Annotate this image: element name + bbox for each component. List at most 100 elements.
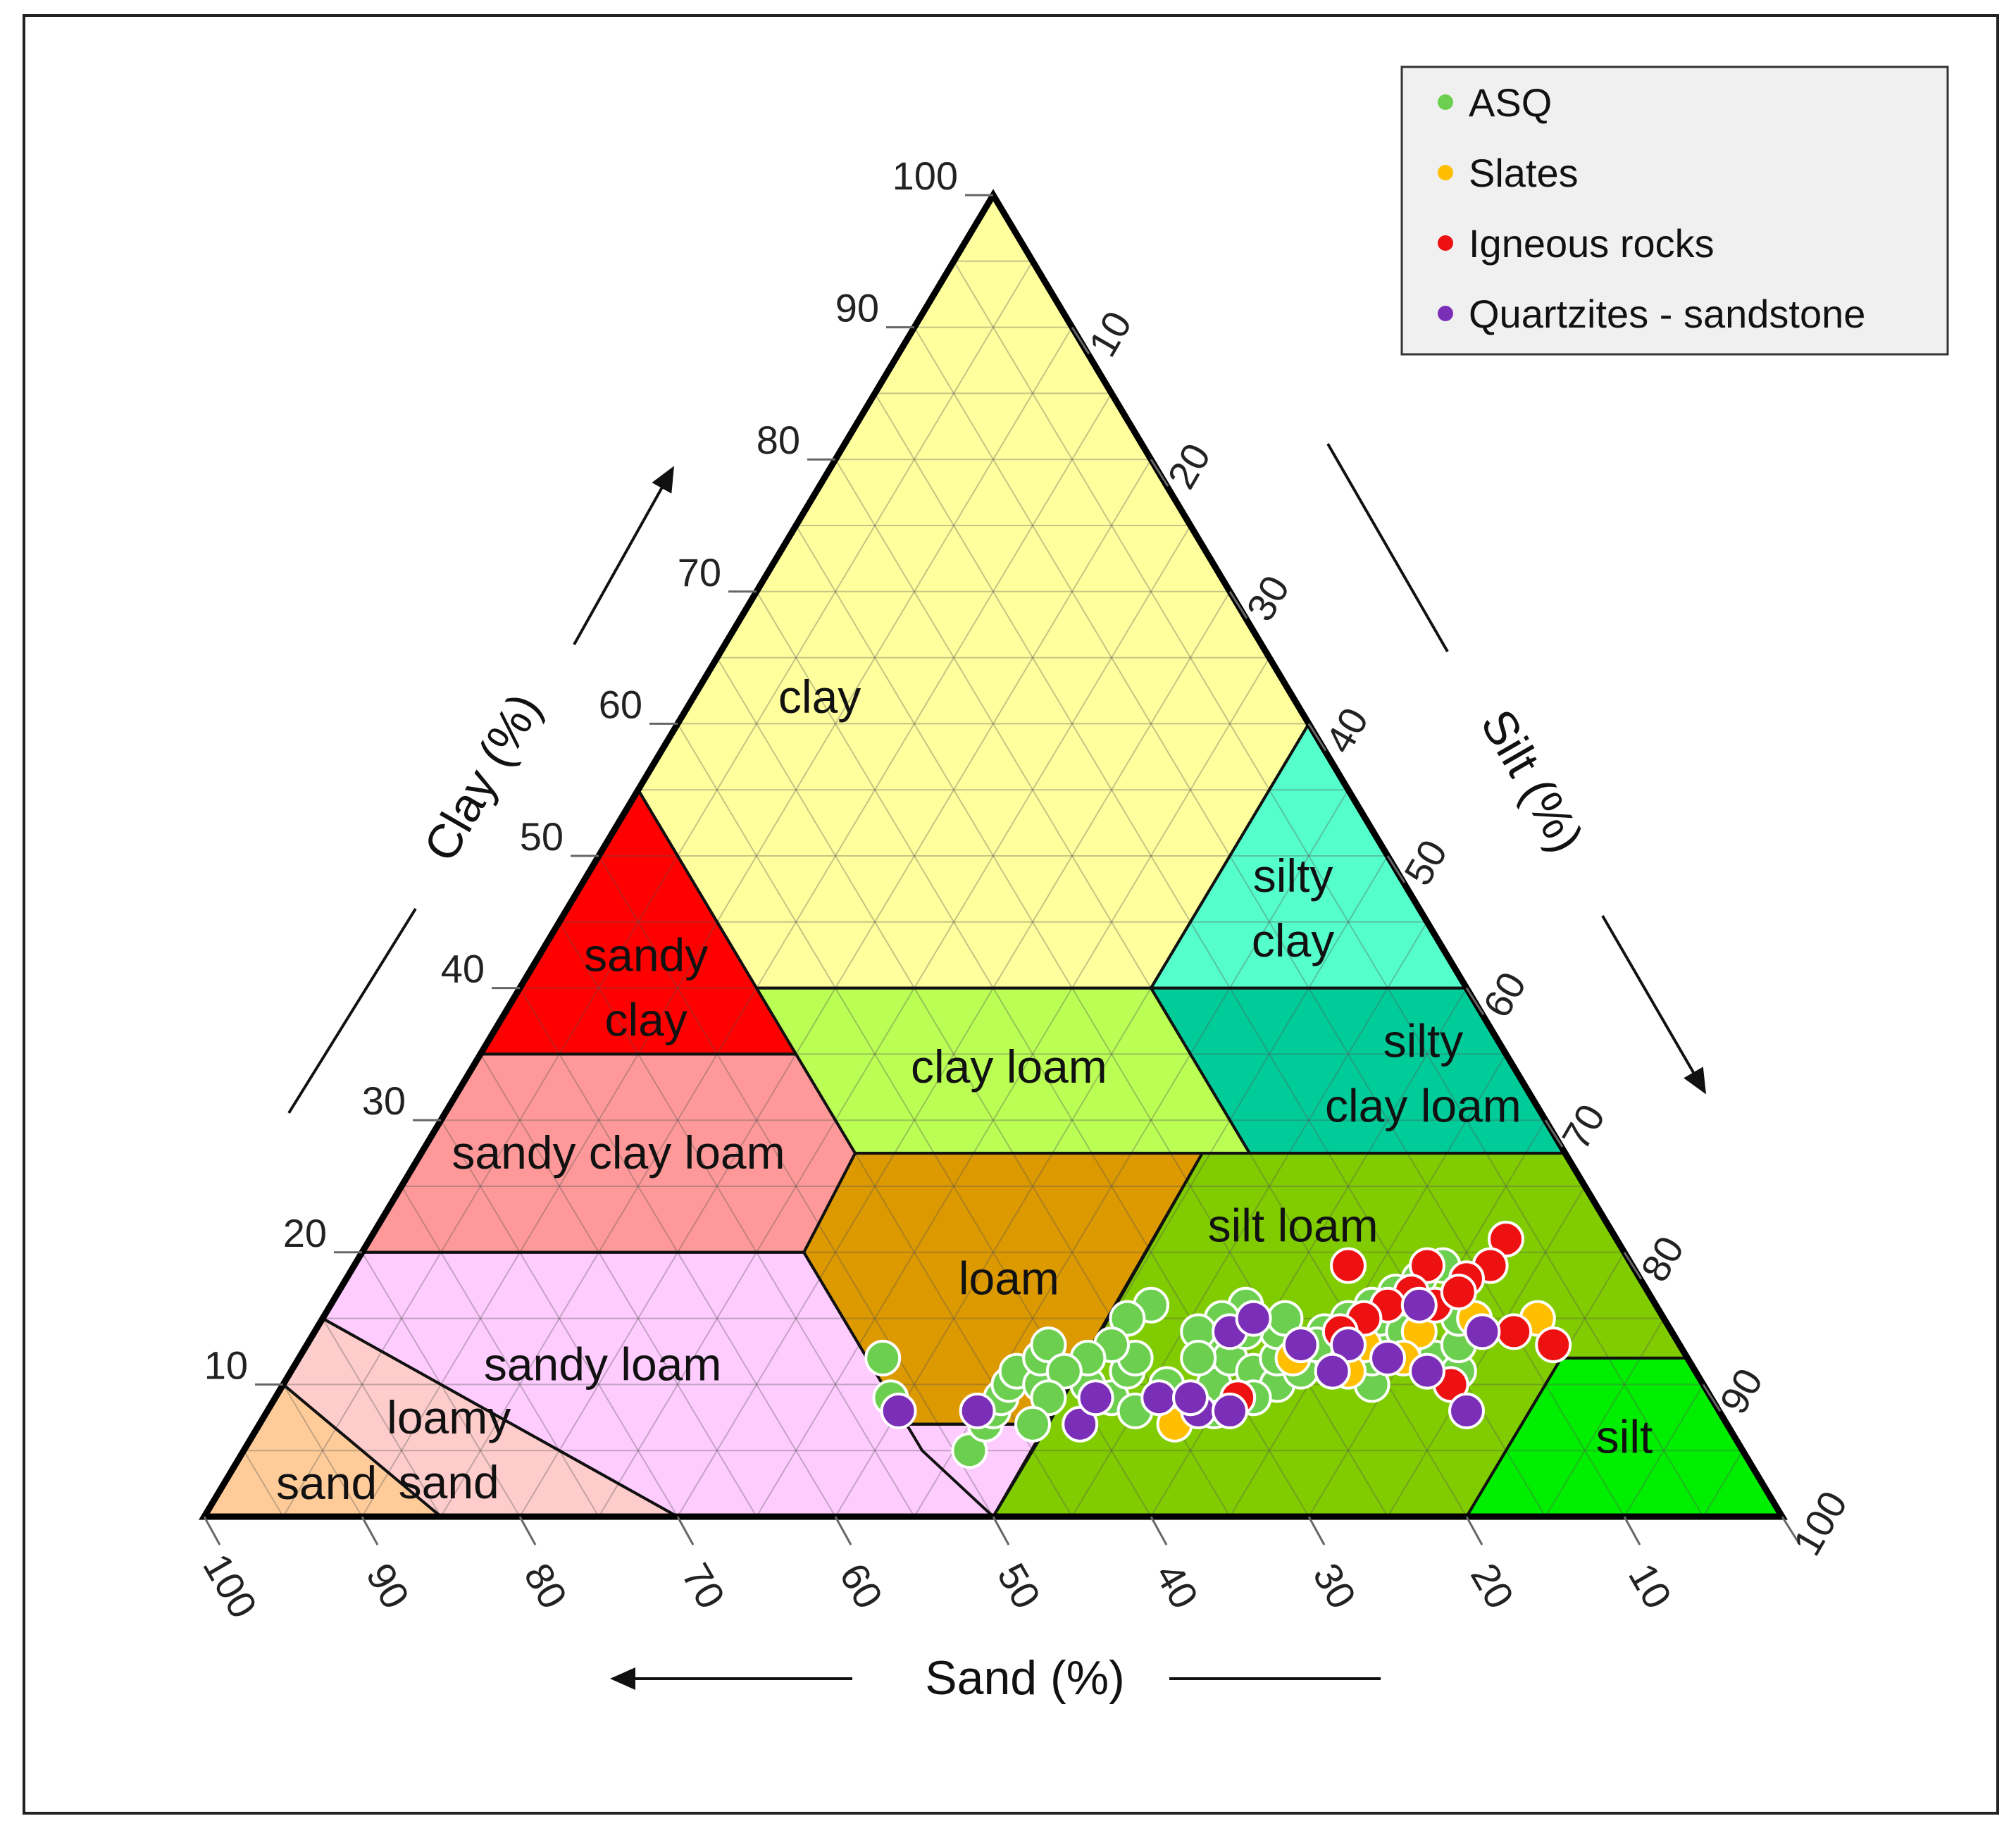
sand-tick xyxy=(1623,1516,1641,1546)
region-loam xyxy=(804,1153,1202,1424)
grid-line xyxy=(440,1119,678,1517)
sand-tick xyxy=(1307,1516,1326,1546)
region-label-clay-loam: clay loam xyxy=(911,1040,1107,1093)
silt-tick xyxy=(1465,987,1485,1016)
region-label-sandy-clay: sandy xyxy=(584,929,708,981)
sand-tick xyxy=(834,1516,852,1546)
region-label-sandy-clay: clay xyxy=(605,994,687,1046)
grid-line xyxy=(401,1186,599,1517)
clay-tick-label: 50 xyxy=(520,814,564,859)
grid-line xyxy=(756,657,1270,1517)
silt-tick xyxy=(1386,855,1406,883)
sand-tick xyxy=(518,1516,537,1546)
legend-marker xyxy=(1438,235,1453,251)
sand-tick xyxy=(361,1516,379,1546)
clay-tick-label: 80 xyxy=(757,418,800,462)
data-point xyxy=(1400,1286,1438,1324)
data-point xyxy=(1535,1326,1572,1364)
sand-tick xyxy=(1465,1516,1483,1546)
region-clay xyxy=(638,195,1309,988)
region-silty-clay-loam xyxy=(1151,988,1565,1154)
grid-line xyxy=(1150,988,1467,1517)
data-point xyxy=(1180,1339,1217,1376)
region-label-sand: sand xyxy=(276,1457,377,1509)
clay-tick-label: 90 xyxy=(835,286,879,330)
region-label-silt-loam: silt loam xyxy=(1208,1199,1379,1251)
sand-tick xyxy=(992,1516,1010,1546)
silt-tick xyxy=(1071,326,1090,355)
clay-tick-label: 30 xyxy=(362,1078,406,1123)
grid-line xyxy=(322,1318,442,1517)
data-point xyxy=(959,1392,996,1429)
data-point xyxy=(1440,1274,1477,1311)
data-points xyxy=(864,1221,1572,1469)
data-point xyxy=(1448,1392,1485,1429)
silt-tick xyxy=(1702,1384,1722,1412)
data-point xyxy=(1109,1300,1146,1337)
region-label-loamy-sand: loamy xyxy=(387,1391,511,1443)
region-label-sandy-loam: sandy loam xyxy=(484,1338,722,1390)
clay-tick-label: 70 xyxy=(678,550,721,595)
grid-line xyxy=(440,392,1112,1517)
region-label-silty-clay-loam: silty xyxy=(1383,1015,1464,1067)
sand-tick xyxy=(1150,1516,1168,1546)
legend-marker xyxy=(1438,94,1453,110)
grid-line xyxy=(677,591,1231,1517)
grid-line xyxy=(1545,1318,1665,1517)
data-point xyxy=(1282,1326,1319,1364)
region-silty-clay xyxy=(1151,723,1467,988)
grid-line xyxy=(282,1384,363,1517)
data-point xyxy=(1495,1313,1533,1350)
grid-line xyxy=(598,525,1191,1517)
legend-label: Slates xyxy=(1469,151,1579,195)
legend-marker xyxy=(1438,306,1453,321)
data-point xyxy=(880,1392,917,1429)
region-label-silty-clay: clay xyxy=(1252,914,1334,966)
data-point xyxy=(1030,1326,1067,1364)
data-point xyxy=(1314,1353,1351,1390)
legend-marker xyxy=(1438,165,1453,180)
data-point xyxy=(1014,1405,1051,1443)
region-sandy-clay xyxy=(480,790,796,1055)
grid-line xyxy=(598,855,994,1517)
legend-label: ASQ xyxy=(1469,80,1552,125)
grid-line xyxy=(480,1053,757,1517)
sand-tick xyxy=(203,1516,221,1546)
region-sandy-clay-loam xyxy=(362,1054,855,1252)
region-clay-loam xyxy=(757,988,1250,1154)
data-point xyxy=(1140,1379,1178,1417)
region-label-loamy-sand: sand xyxy=(399,1456,499,1508)
data-point xyxy=(1488,1221,1524,1257)
region-label-silt: silt xyxy=(1596,1410,1653,1462)
data-point xyxy=(864,1339,902,1376)
clay-tick-label: 10 xyxy=(204,1343,248,1387)
clay-axis-arrow xyxy=(573,466,674,645)
region-label-clay: clay xyxy=(778,671,861,723)
data-point xyxy=(1212,1392,1248,1429)
clay-tick-label: 40 xyxy=(441,947,485,991)
region-label-loam: loam xyxy=(959,1252,1059,1304)
silt-axis-arrow xyxy=(1601,914,1707,1095)
grid-line xyxy=(1387,1186,1586,1517)
data-point xyxy=(1330,1247,1367,1284)
grid-line xyxy=(1624,1384,1704,1517)
clay-tick-label: 20 xyxy=(283,1211,327,1255)
silt-tick xyxy=(1228,590,1248,619)
grid-line xyxy=(1229,1053,1507,1517)
legend-label: Quartzites - sandstone xyxy=(1469,292,1865,336)
silt-tick xyxy=(1150,459,1169,487)
grid-line xyxy=(243,1450,284,1517)
clay-axis-line xyxy=(287,907,417,1114)
region-label-silty-clay: silty xyxy=(1253,850,1333,902)
region-silt xyxy=(1467,1357,1782,1517)
data-point xyxy=(1330,1326,1367,1364)
region-label-sandy-clay-loam: sandy clay loam xyxy=(452,1126,785,1179)
data-point xyxy=(1409,1353,1445,1390)
silt-tick xyxy=(1781,1516,1800,1544)
silt-tick xyxy=(1307,723,1327,752)
series-igneous-rocks xyxy=(1219,1221,1572,1417)
data-point xyxy=(1045,1353,1083,1390)
data-point xyxy=(1077,1379,1114,1417)
